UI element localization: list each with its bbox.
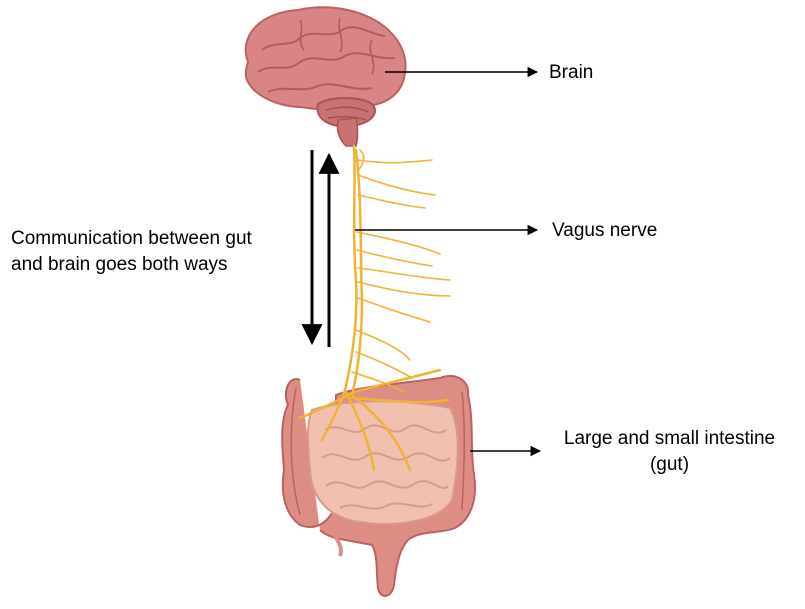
gut-label-line1: Large and small intestine [547, 426, 792, 452]
brain-label: Brain [549, 60, 593, 86]
vagus-nerve-label: Vagus nerve [552, 218, 657, 244]
intestine-icon [282, 376, 475, 596]
communication-label: Communication between gut and brain goes… [11, 226, 252, 278]
communication-line1: Communication between gut [11, 226, 252, 252]
gut-label-line2: (gut) [547, 452, 792, 478]
communication-line2: and brain goes both ways [11, 252, 252, 278]
brain-icon [246, 7, 406, 146]
gut-label: Large and small intestine (gut) [547, 426, 792, 478]
